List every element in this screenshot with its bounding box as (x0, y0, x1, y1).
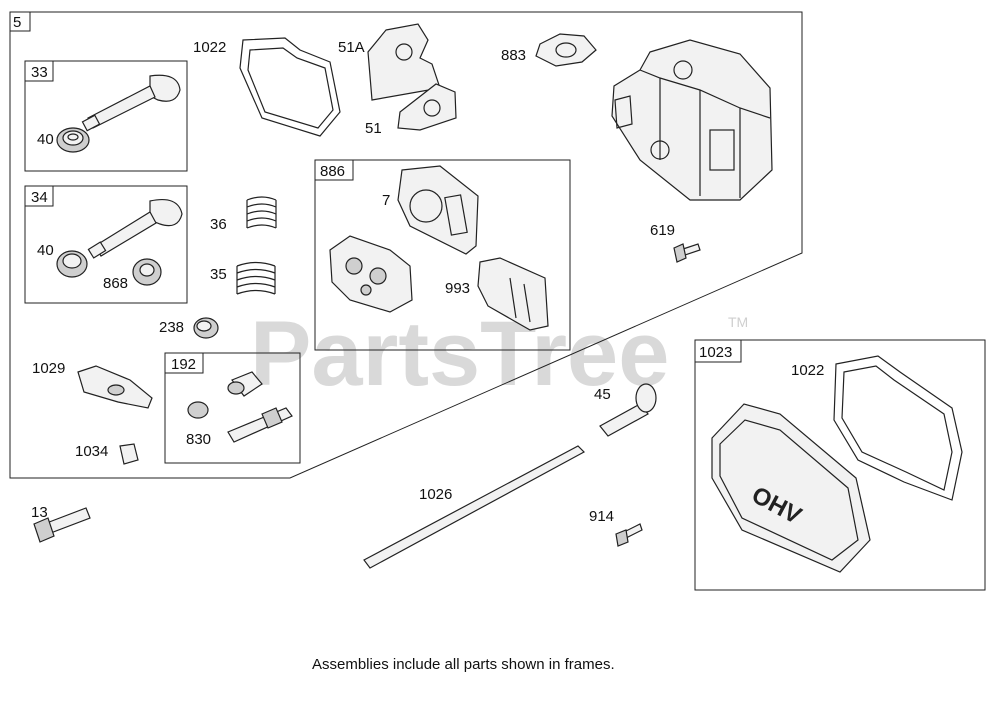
frame-main-assembly-tag (9, 11, 31, 32)
breather-cap-drawing (227, 371, 263, 397)
frame-valve-cover-assembly-label[interactable]: 1023 (699, 344, 732, 361)
gasket-51a-drawing (367, 23, 441, 101)
callout-1022-top[interactable]: 1022 (193, 39, 226, 56)
gasket-51-drawing (397, 83, 457, 131)
callout-51a[interactable]: 51A (338, 39, 365, 56)
plug-238-drawing (193, 317, 219, 339)
frame-intake-valve-tag (24, 185, 54, 207)
rocker-stud-830-drawing (227, 407, 293, 443)
callout-619[interactable]: 619 (650, 222, 675, 239)
callout-993[interactable]: 993 (445, 280, 470, 297)
frame-gasket-set-label[interactable]: 886 (320, 163, 345, 180)
frame-exhaust-valve-label[interactable]: 33 (31, 64, 48, 81)
valve-cover-drawing: OHV (711, 403, 871, 573)
clip-1034-drawing (119, 443, 139, 465)
frame-intake-valve-label[interactable]: 34 (31, 189, 48, 206)
rocker-shaft-45-drawing (599, 383, 657, 437)
valve-retainer-40b-drawing (56, 250, 88, 278)
callout-1029[interactable]: 1029 (32, 360, 65, 377)
screw-914-drawing (615, 523, 643, 547)
callout-914[interactable]: 914 (589, 508, 614, 525)
bolt-619-drawing (673, 243, 701, 263)
gasket-993-drawing (477, 257, 549, 331)
callout-868[interactable]: 868 (103, 275, 128, 292)
callout-238[interactable]: 238 (159, 319, 184, 336)
frame-breather-assembly-tag (164, 352, 204, 374)
valve-spring-35-drawing (236, 261, 276, 295)
callout-36[interactable]: 36 (210, 216, 227, 233)
bolt-13-drawing (33, 507, 91, 543)
callout-830[interactable]: 830 (186, 431, 211, 448)
frame-exhaust-valve (24, 60, 188, 172)
frame-intake-valve (24, 185, 188, 304)
footnote: Assemblies include all parts shown in fr… (312, 656, 615, 673)
frame-gasket-set-tag (314, 159, 354, 181)
push-rod-1026-drawing (363, 445, 585, 569)
callout-1026[interactable]: 1026 (419, 486, 452, 503)
watermark: PartsTree (250, 303, 669, 405)
breather-spring-drawing (187, 401, 209, 419)
gasket-883-drawing (535, 33, 597, 67)
rocker-arm-1029-drawing (77, 365, 153, 409)
callout-40-a[interactable]: 40 (37, 131, 54, 148)
watermark-trademark: TM (728, 314, 748, 330)
frame-main-assembly-label[interactable]: 5 (13, 14, 21, 31)
exhaust-valve-drawing (81, 74, 181, 132)
frame-breather-assembly (164, 352, 301, 464)
callout-883[interactable]: 883 (501, 47, 526, 64)
valve-spring-36-drawing (246, 196, 277, 229)
frame-valve-cover-assembly-tag (694, 339, 742, 363)
cylinder-head-drawing (611, 39, 773, 201)
valve-cover-gasket-top-drawing (239, 37, 341, 137)
frame-valve-cover-assembly (694, 339, 986, 591)
intake-gasket-plate-drawing (329, 235, 413, 313)
frame-gasket-set (314, 159, 571, 351)
callout-1034[interactable]: 1034 (75, 443, 108, 460)
frame-main-assembly (9, 11, 803, 479)
frame-breather-assembly-label[interactable]: 192 (171, 356, 196, 373)
valve-seal-868-drawing (132, 258, 162, 286)
callout-40-b[interactable]: 40 (37, 242, 54, 259)
callout-1022-cover[interactable]: 1022 (791, 362, 824, 379)
head-gasket-7-drawing (397, 165, 479, 255)
callout-45[interactable]: 45 (594, 386, 611, 403)
callout-51[interactable]: 51 (365, 120, 382, 137)
frame-exhaust-valve-tag (24, 60, 54, 82)
callout-35[interactable]: 35 (210, 266, 227, 283)
valve-cover-gasket-1022-drawing (833, 355, 963, 501)
callout-13[interactable]: 13 (31, 504, 48, 521)
callout-7[interactable]: 7 (382, 192, 390, 209)
intake-valve-drawing (87, 198, 183, 259)
valve-retainer-40a-drawing (56, 127, 90, 153)
